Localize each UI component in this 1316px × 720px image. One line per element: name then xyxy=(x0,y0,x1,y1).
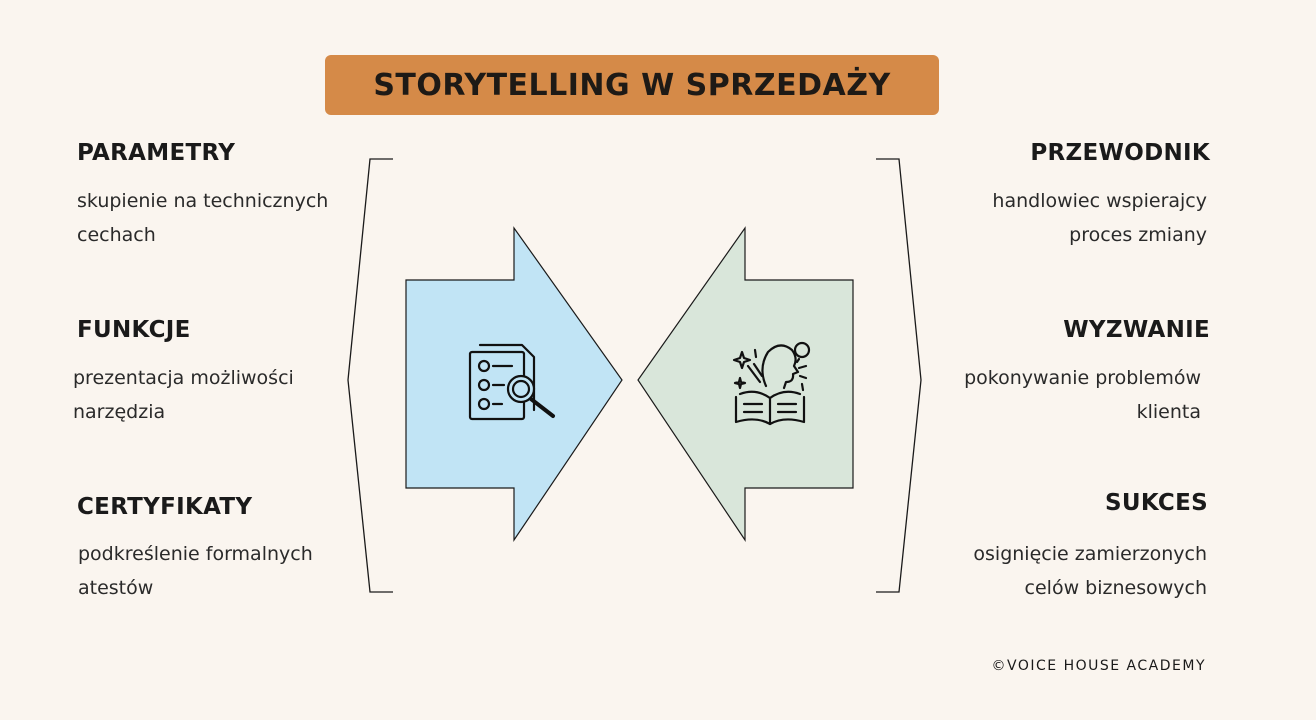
left-desc-1-line1: skupienie na technicznych xyxy=(77,190,329,212)
title-banner: STORYTELLING W SPRZEDAŻY xyxy=(325,55,939,115)
left-desc-2-line2: narzędzia xyxy=(73,401,166,423)
left-desc-2: prezentacja możliwości narzędzia xyxy=(73,361,294,429)
left-desc-2-line1: prezentacja możliwości xyxy=(73,367,294,389)
right-bracket xyxy=(876,158,922,593)
right-heading-1: PRZEWODNIK xyxy=(1030,140,1210,166)
document-search-icon xyxy=(468,343,555,421)
left-desc-3: podkreślenie formalnych atestów xyxy=(78,537,313,605)
copyright-footer: ©VOICE HOUSE ACADEMY xyxy=(991,658,1206,674)
right-desc-1: handlowiec wspierajcy proces zmiany xyxy=(992,184,1207,252)
left-desc-1-line2: cechach xyxy=(77,224,156,246)
right-desc-3-line2: celów biznesowych xyxy=(1024,577,1207,599)
right-desc-1-line2: proces zmiany xyxy=(1069,224,1207,246)
right-heading-2: WYZWANIE xyxy=(1063,317,1210,343)
right-arrow xyxy=(637,226,854,542)
right-desc-1-line1: handlowiec wspierajcy xyxy=(992,190,1207,212)
page-title: STORYTELLING W SPRZEDAŻY xyxy=(373,67,891,103)
right-desc-2-line1: pokonywanie problemów xyxy=(964,367,1201,389)
right-desc-2: pokonywanie problemów klienta xyxy=(964,361,1201,429)
left-desc-1: skupienie na technicznych cechach xyxy=(77,184,328,252)
right-desc-3-line1: osignięcie zamierzonych xyxy=(973,543,1207,565)
storytelling-book-icon xyxy=(732,341,811,426)
left-heading-2: FUNKCJE xyxy=(77,317,191,343)
left-heading-3: CERTYFIKATY xyxy=(77,494,253,520)
left-desc-3-line2: atestów xyxy=(78,577,154,599)
left-heading-1: PARAMETRY xyxy=(77,140,236,166)
right-heading-3: SUKCES xyxy=(1105,490,1208,516)
right-desc-2-line2: klienta xyxy=(1136,401,1201,423)
left-desc-3-line1: podkreślenie formalnych xyxy=(78,543,313,565)
right-desc-3: osignięcie zamierzonych celów biznesowyc… xyxy=(973,537,1207,605)
left-bracket xyxy=(347,158,393,593)
